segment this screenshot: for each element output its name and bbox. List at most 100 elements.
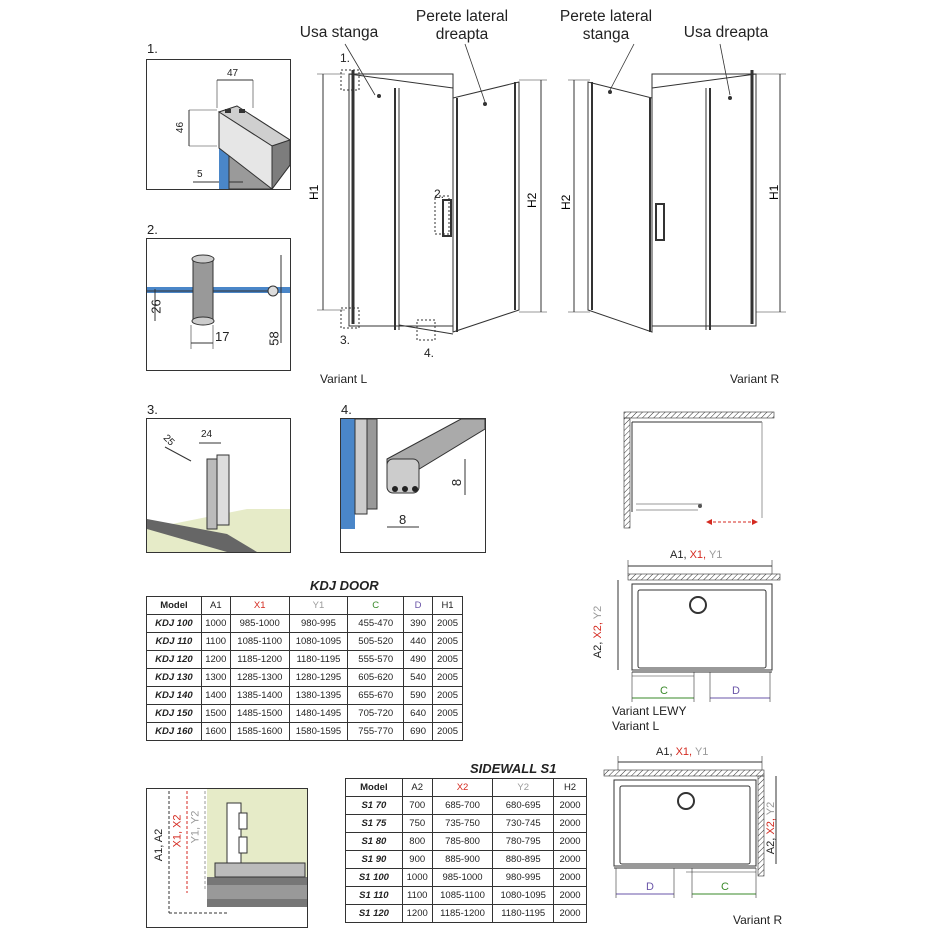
kdj-cell: KDJ 130 <box>146 668 202 687</box>
s1-cell: 780-795 <box>492 832 555 851</box>
detail-3-box: 25 24 <box>146 418 291 553</box>
dim-x2: X2, <box>592 619 605 639</box>
s1-header-model: Model <box>345 778 403 797</box>
kdj-cell: 755-770 <box>347 722 405 741</box>
kdj-cell: 2005 <box>432 722 463 741</box>
s1-cell: 980-995 <box>492 868 555 887</box>
s1-header-y2: Y2 <box>492 778 555 797</box>
dim-a1: A1, <box>670 549 690 561</box>
detail-1-number: 1. <box>147 41 158 56</box>
section-detail-box: A1, A2 X1, X2 Y1, Y2 <box>146 788 308 928</box>
kdj-cell: 1080-1095 <box>288 632 349 651</box>
kdj-cell: 390 <box>403 614 434 633</box>
s1-cell: 1185-1200 <box>431 904 494 923</box>
kdj-cell: KDJ 150 <box>146 704 202 723</box>
kdj-header-x1: X1 <box>229 596 290 615</box>
s1-cell: 785-800 <box>431 832 494 851</box>
s1-cell: 2000 <box>553 850 587 869</box>
kdj-cell: 2005 <box>432 632 463 651</box>
section-x1x2-label: X1, X2 <box>171 814 184 848</box>
seal-drawing <box>341 419 485 529</box>
s1-cell: 2000 <box>553 814 587 833</box>
s1-cell: 985-1000 <box>431 868 494 887</box>
s1-cell: 680-695 <box>492 796 555 815</box>
kdj-cell: 2005 <box>432 686 463 705</box>
detail-3-number: 3. <box>147 402 158 417</box>
s1-cell: 900 <box>401 850 433 869</box>
dim-a1-r: A1, <box>656 746 676 758</box>
plan-l-c-label: C <box>660 685 668 697</box>
kdj-cell: 1185-1200 <box>229 650 290 669</box>
s1-header-row: Model A2 X2 Y2 H2 <box>345 778 587 797</box>
kdj-cell: 605-620 <box>347 668 405 687</box>
marker-3: 3. <box>340 333 351 347</box>
elevation-variant-r: H2 H1 <box>560 43 786 333</box>
section-a1a2-label: A1, A2 <box>153 828 166 862</box>
bottom-guide-drawing <box>147 442 290 552</box>
dim-5: 5 <box>197 169 203 180</box>
s1-cell: 880-895 <box>492 850 555 869</box>
kdj-cell: 2005 <box>432 614 463 633</box>
profile-corner-drawing <box>147 60 290 189</box>
s1-cell: 885-900 <box>431 850 494 869</box>
kdj-cell: KDJ 140 <box>146 686 202 705</box>
kdj-cell: 1485-1500 <box>229 704 290 723</box>
dim-a2: A2, <box>592 638 605 659</box>
h2-label-left: H2 <box>525 192 539 208</box>
kdj-header-h1: H1 <box>432 596 463 615</box>
plan-r-d-label: D <box>646 881 654 893</box>
plan-l-depth-label: A2, X2, Y2 <box>592 606 604 658</box>
elevation-variant-l: H1 H2 <box>307 43 547 341</box>
s1-cell: 1100 <box>401 886 433 905</box>
caption-variant-r-elevation: Variant R <box>730 372 780 386</box>
s1-cell: 2000 <box>553 904 587 923</box>
detail-2-box: 26 17 58 <box>146 238 291 371</box>
label-perete-lateral-stanga: Perete lateral stanga <box>559 8 653 43</box>
s1-cell: 750 <box>401 814 433 833</box>
kdj-cell: 1285-1300 <box>229 668 290 687</box>
s1-cell: S1 80 <box>345 832 403 851</box>
dim-x1: X1, <box>689 549 709 561</box>
s1-cell: 1180-1195 <box>492 904 555 923</box>
kdj-table-title: KDJ DOOR <box>310 578 379 593</box>
kdj-cell: 1300 <box>200 668 231 687</box>
kdj-cell: 1585-1600 <box>229 722 290 741</box>
h1-label-left: H1 <box>307 184 321 200</box>
kdj-cell: 1200 <box>200 650 231 669</box>
caption-variant-l: Variant L <box>320 372 368 386</box>
kdj-cell: 440 <box>403 632 434 651</box>
plan-variant-r <box>603 756 777 898</box>
kdj-cell: 1380-1395 <box>288 686 349 705</box>
dim-x1-r: X1, <box>675 746 695 758</box>
s1-table-title: SIDEWALL S1 <box>470 761 557 776</box>
kdj-cell: 490 <box>403 650 434 669</box>
kdj-header-model: Model <box>146 596 202 615</box>
s1-cell: S1 100 <box>345 868 403 887</box>
detail-4-box: 8 8 <box>340 418 486 553</box>
kdj-header-y1: Y1 <box>288 596 349 615</box>
s1-cell: 1200 <box>401 904 433 923</box>
dim-17: 17 <box>215 329 230 344</box>
s1-cell: 2000 <box>553 832 587 851</box>
dim-y1: Y1 <box>708 549 723 561</box>
dim-24: 24 <box>201 429 213 440</box>
section-y1y2-label: Y1, Y2 <box>189 810 202 844</box>
kdj-cell: 705-720 <box>347 704 405 723</box>
marker-4: 4. <box>424 346 435 360</box>
caption-variant-r-plan: Variant R <box>733 913 783 927</box>
kdj-cell: 555-570 <box>347 650 405 669</box>
handle-bar-drawing <box>147 254 290 349</box>
kdj-cell: 1100 <box>200 632 231 651</box>
kdj-cell: 1480-1495 <box>288 704 349 723</box>
plan-r-width-label: A1, X1, Y1 <box>656 746 708 758</box>
s1-cell: 1085-1100 <box>431 886 494 905</box>
dim-47: 47 <box>227 68 239 79</box>
plan-variant-l <box>617 560 781 702</box>
